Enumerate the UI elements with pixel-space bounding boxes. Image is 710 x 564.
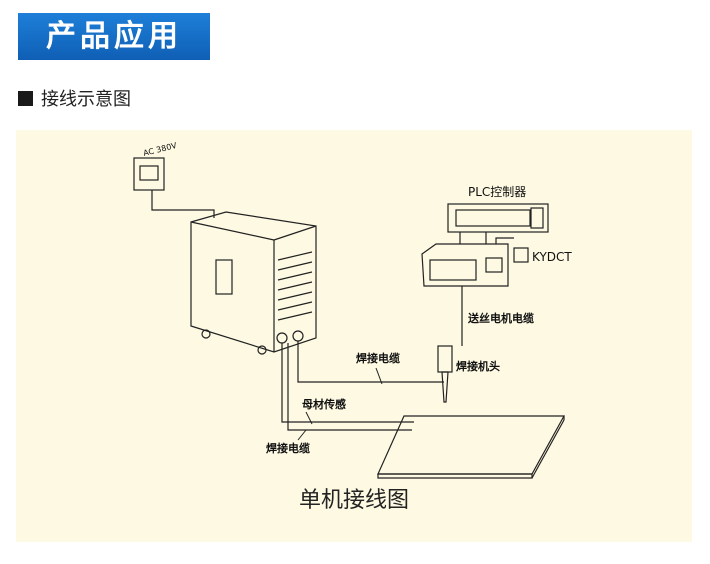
- brand-plate: [215, 259, 233, 295]
- machine-edge-top-right: [273, 225, 317, 241]
- control-display: [485, 257, 503, 273]
- output-terminal: [276, 332, 288, 344]
- wiring-diagram: AC 380V PLC控制器 KYDCT 送丝电机电缆 焊接电缆 焊接机头 母材…: [16, 130, 692, 542]
- output-terminal: [292, 330, 304, 342]
- plc-module: [530, 207, 544, 229]
- kydct-label: KYDCT: [532, 250, 572, 264]
- label-pointer: [297, 429, 307, 441]
- machine-edge-top: [190, 221, 275, 241]
- workpiece-edge: [377, 473, 533, 479]
- control-panel: [429, 259, 477, 281]
- kydct-line: [495, 237, 514, 244]
- square-icon: [18, 90, 33, 106]
- kydct-box: [513, 247, 529, 263]
- welding-machine: [190, 211, 317, 353]
- page-title: 产品应用: [46, 19, 182, 54]
- weld-head-label: 焊接机头: [456, 359, 500, 373]
- vent-line: [277, 301, 313, 311]
- diagram-caption: 单机接线图: [298, 488, 409, 513]
- weld-cable-2-label: 焊接电缆: [266, 441, 310, 455]
- vent-line: [277, 291, 313, 301]
- header-banner: 产品应用: [18, 13, 210, 60]
- power-box-label: AC 380V: [142, 141, 178, 158]
- power-switch-box: [133, 157, 165, 191]
- diagram-svg: AC 380V PLC控制器 KYDCT 送丝电机电缆 焊接电缆 焊接机头 母材…: [133, 141, 572, 479]
- torch-head: [437, 345, 453, 373]
- power-line: [151, 190, 215, 218]
- label-pointer: [375, 367, 383, 385]
- plc-label: PLC控制器: [468, 185, 526, 199]
- base-sense-cable: [281, 343, 414, 423]
- weld-cable-2: [287, 343, 412, 431]
- plc-controller: [447, 203, 549, 233]
- vent-line: [277, 311, 313, 321]
- plc-face: [455, 209, 531, 227]
- weld-cable-1: [297, 341, 444, 383]
- vent-line: [277, 251, 313, 261]
- workpiece: [377, 415, 566, 475]
- power-switch-inner: [139, 165, 159, 181]
- control-box: [421, 243, 509, 287]
- section-heading: 接线示意图: [18, 88, 131, 110]
- torch-nozzle: [441, 371, 449, 403]
- vent-line: [277, 271, 313, 281]
- vent-line: [277, 281, 313, 291]
- weld-cable-1-label: 焊接电缆: [356, 351, 400, 365]
- vent-line: [277, 261, 313, 271]
- base-material-label: 母材传感: [302, 397, 346, 411]
- section-title: 接线示意图: [41, 89, 131, 110]
- wheel: [257, 345, 267, 355]
- wheel: [201, 329, 211, 339]
- workpiece-edge: [531, 419, 565, 479]
- label-pointer: [305, 411, 313, 425]
- feed-cable-label: 送丝电机电缆: [467, 311, 534, 325]
